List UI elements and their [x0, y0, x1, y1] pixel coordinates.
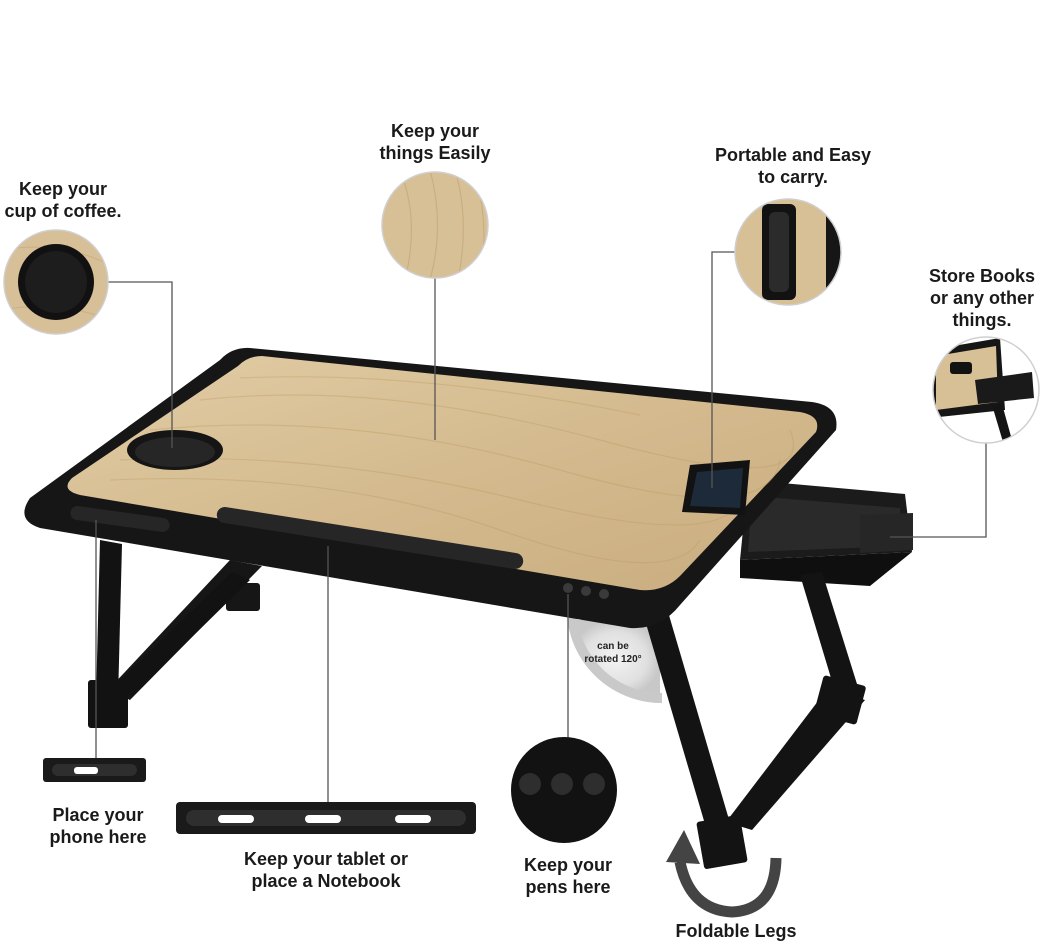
store-label-line1: Store Books: [928, 266, 1036, 286]
phone-label-line1: Place your: [52, 805, 144, 825]
tablet-label: Keep your tablet or place a Notebook: [226, 848, 426, 892]
legs-right: [642, 572, 866, 869]
coffee-label: Keep your cup of coffee.: [0, 178, 126, 222]
store-label-line3: things.: [952, 310, 1012, 330]
tablet-label-line1: Keep your tablet or: [243, 849, 409, 869]
pen-holder-zoom: [511, 737, 617, 843]
storage-drawer: [740, 480, 913, 586]
store-label: Store Books or any other things.: [922, 265, 1042, 331]
fold-arrow-icon: [666, 830, 782, 918]
coffee-holder-zoom: [3, 229, 109, 335]
pens-label: Keep your pens here: [508, 854, 628, 898]
callout-lines: [95, 251, 987, 802]
drawer-zoom: [932, 336, 1040, 444]
store-label-line2: or any other: [929, 288, 1035, 308]
legs-label: Foldable Legs: [660, 920, 812, 942]
pens-label-line2: pens here: [525, 877, 611, 897]
carry-handle-zoom: [734, 198, 842, 306]
table-top: [24, 347, 837, 629]
tablet-label-line2: place a Notebook: [251, 871, 401, 891]
coffee-label-line2: cup of coffee.: [4, 201, 122, 221]
pens-label-line1: Keep your: [523, 855, 613, 875]
rotation-indicator: [566, 599, 663, 704]
rotate-label: can be rotated 120°: [574, 640, 652, 666]
legs-label-line1: Foldable Legs: [675, 921, 797, 941]
wood-surface-zoom: [381, 171, 489, 279]
portable-label: Portable and Easy to carry.: [700, 144, 886, 188]
tablet-slot-detail: [176, 802, 476, 834]
things-label: Keep your things Easily: [370, 120, 500, 164]
portable-label-line1: Portable and Easy: [714, 145, 872, 165]
rotate-label-line2: rotated 120°: [584, 654, 642, 665]
front-leg-left: [88, 540, 250, 728]
things-label-line1: Keep your: [390, 121, 480, 141]
rotate-label-line1: can be: [597, 641, 629, 652]
phone-label: Place your phone here: [30, 804, 166, 848]
phone-label-line2: phone here: [49, 827, 147, 847]
things-label-line2: things Easily: [379, 143, 491, 163]
phone-slot-detail: [43, 758, 146, 782]
coffee-label-line1: Keep your: [18, 179, 108, 199]
portable-label-line2: to carry.: [758, 167, 828, 187]
